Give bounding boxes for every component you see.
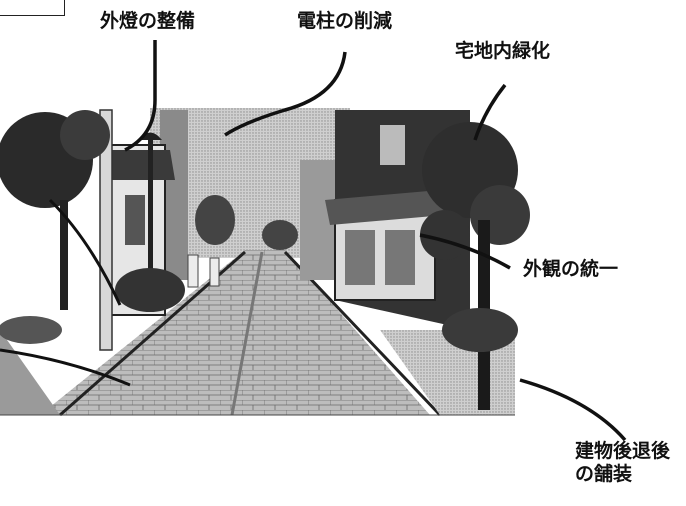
left-shrubs [115,268,185,312]
leader-left-tree [48,198,122,306]
label-residential-greening: 宅地内緑化 [455,40,551,62]
right-window [345,230,375,285]
label-facade-unity: 外観の統一 [523,258,619,280]
stone-paved-street [40,250,430,415]
right-shrubs [442,308,518,352]
street-lamp-post [148,140,153,310]
left-tree-trunk [60,200,68,310]
label-setback-paving: 建物後退後 の舗装 [575,440,671,485]
pedestrian [209,257,220,287]
leader-facade-unity [419,233,511,270]
leader-pole-reduction [224,51,347,137]
right-window [385,230,415,285]
frame-corner [0,0,65,16]
right-upper-window [380,125,405,165]
left-roof [100,150,175,180]
leader-sidewalk [0,348,131,387]
pedestrian [187,254,199,288]
leader-residential-greening [473,83,507,141]
leader-setback-paving [519,378,627,442]
label-pole-reduction: 電柱の削減 [297,10,393,32]
label-exterior-lighting: 外燈の整備 [100,10,196,32]
road-center-line [230,251,264,416]
utility-pole-left [99,109,113,351]
left-window [125,195,145,245]
right-eave [325,190,445,225]
far-trees [195,195,235,245]
leader-exterior-lighting [124,40,157,152]
